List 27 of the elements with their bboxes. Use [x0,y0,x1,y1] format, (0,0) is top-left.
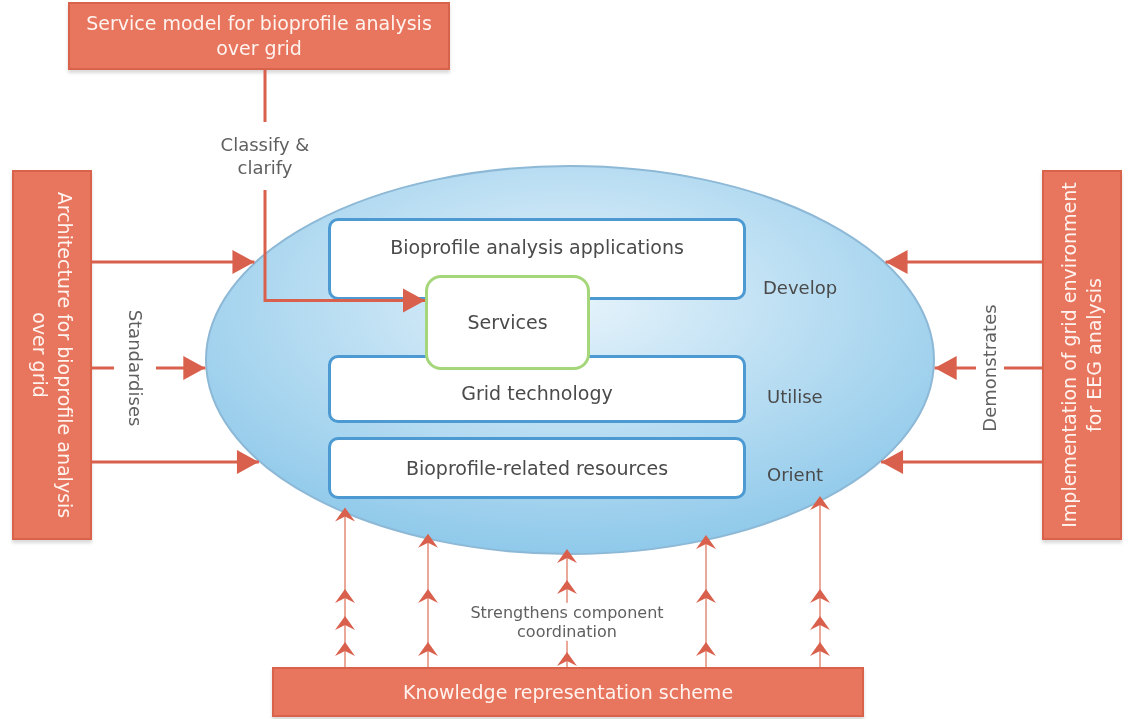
node-text: Bioprofile-related resources [405,455,669,481]
stage-label: Develop [763,277,838,298]
arrow [263,68,427,313]
arrow [885,250,1042,274]
arrow [92,450,259,474]
node-text: Implementation of grid environment for EEG analysis [1057,181,1106,530]
chevron-arrow [418,534,438,668]
banner-box [272,667,864,717]
chevron-arrow [810,496,830,668]
banner-box [1042,170,1122,540]
node-text: Architecture for bioprofile analysis over grid [28,190,77,521]
node-text: Bioprofile analysis applications [390,235,684,260]
banner-box [12,170,92,540]
stage-label: Orient [767,464,824,485]
arrow [933,356,1044,380]
chevron-arrow [335,507,355,668]
node-text: Services [467,310,548,335]
chevron-arrow [696,535,716,668]
services-box [425,275,590,370]
node-text: Knowledge representation scheme [402,679,734,705]
node-text: Service model for bioprofile analysis over grid [85,11,433,61]
arrow [92,250,255,274]
arrow [90,356,207,380]
arrow [881,450,1042,474]
banner-box [68,2,450,70]
node-text: Grid technology [461,381,613,406]
stage-label: Utilise [767,386,823,407]
